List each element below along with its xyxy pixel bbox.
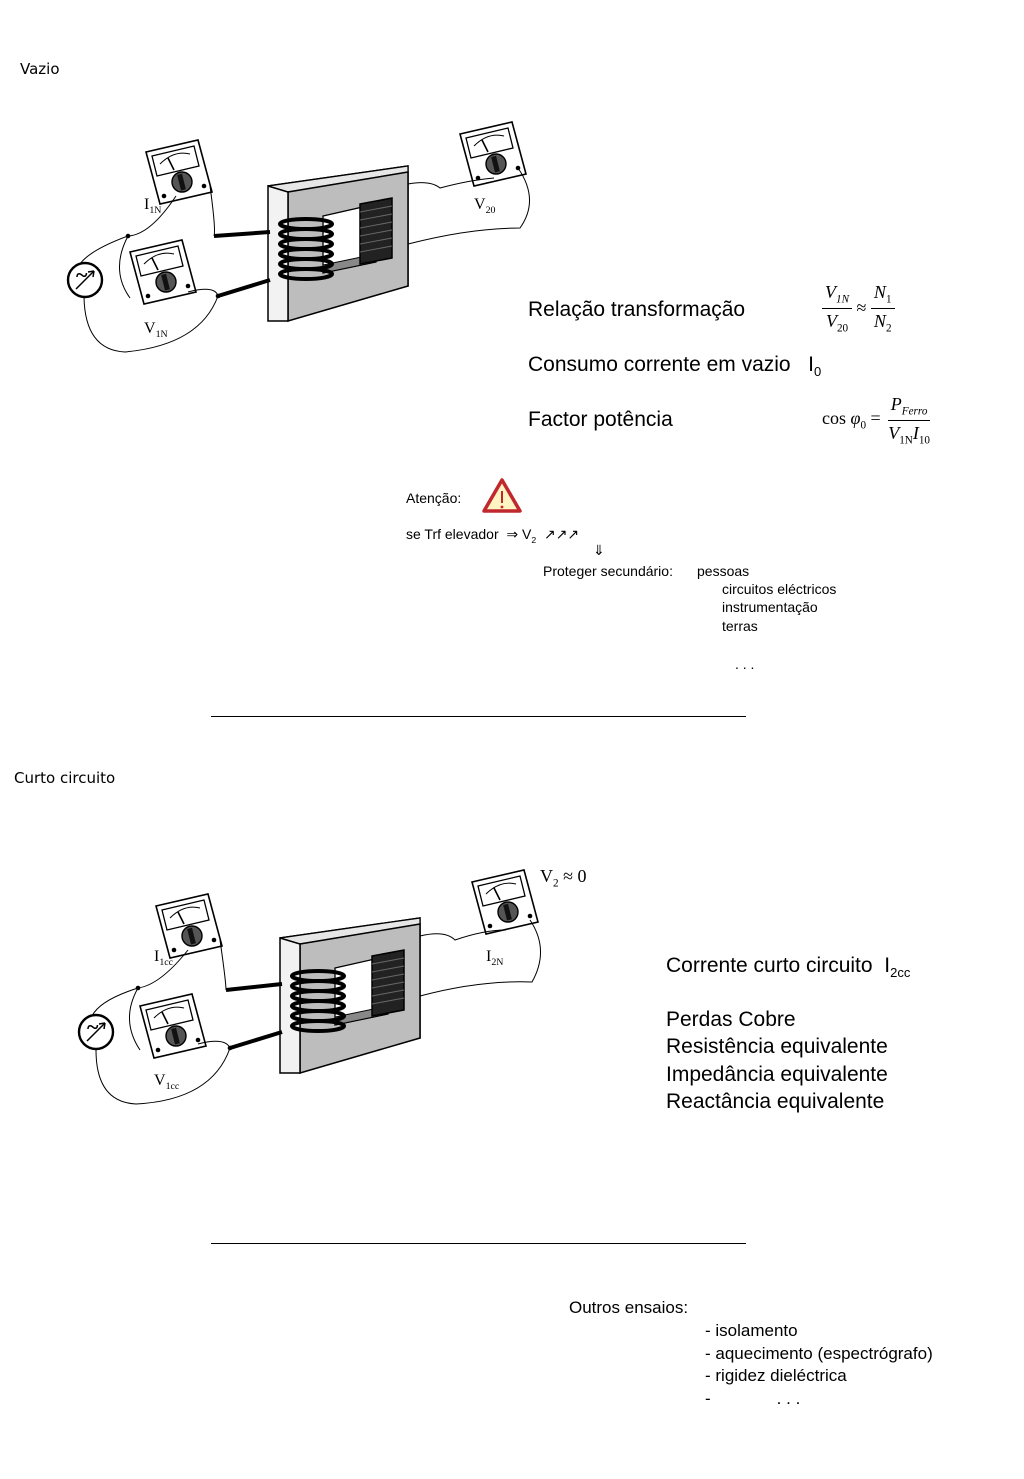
outros-ensaios-label: Outros ensaios: [569, 1298, 689, 1317]
label-i1cc: I1cc [154, 948, 174, 969]
ac-source-symbol: ~ [87, 1014, 99, 1039]
relacao-label: Relação transformação [528, 298, 746, 321]
factor-label: Factor potência [528, 408, 673, 431]
atencao-label: Atenção: [406, 490, 462, 506]
elevador-line: se Trf elevador ⇒ V2 ↗↗↗ [406, 526, 580, 545]
outros-item-last: -. . . [705, 1389, 801, 1408]
label-v1cc: V1cc [154, 1072, 180, 1093]
vazio-diagram [66, 121, 530, 353]
label-i2n: I2N [486, 948, 504, 969]
cc-result-line: Perdas Cobre [666, 1008, 796, 1031]
label-v1n: V1N [144, 320, 168, 341]
label-v20: V20 [474, 196, 496, 217]
label-i1n: I1N [144, 196, 162, 217]
outros-item: - aquecimento (espectrógrafo) [705, 1344, 933, 1363]
proteger-item: circuitos eléctricos [722, 581, 837, 597]
section-divider [211, 1243, 746, 1244]
cc-result-line: Reactância equivalente [666, 1090, 885, 1113]
section-divider [211, 716, 746, 717]
proteger-item: terras [722, 618, 758, 634]
cc-result-line: Resistência equivalente [666, 1035, 888, 1058]
section-heading-curto-circuito: Curto circuito [14, 769, 116, 787]
proteger-ellipsis: . . . [735, 656, 755, 672]
proteger-item: instrumentação [722, 599, 818, 615]
implies-down-arrow: ⇓ [593, 542, 605, 558]
consumo-label: Consumo corrente em vazio I0 [528, 353, 822, 380]
corrente-curto-label: Corrente curto circuito I2cc [666, 954, 911, 981]
cc-result-line: Impedância equivalente [666, 1063, 888, 1086]
proteger-item: pessoas [697, 563, 750, 579]
label-v2-approx-zero: V2 ≈ 0 [540, 866, 587, 890]
outros-item: - isolamento [705, 1321, 798, 1340]
curto-circuito-diagram [77, 869, 541, 1105]
proteger-label: Proteger secundário: [543, 563, 673, 579]
ac-source-symbol: ~ [76, 262, 88, 287]
warning-triangle-icon [482, 478, 522, 513]
section-heading-vazio: Vazio [20, 60, 60, 78]
outros-item: - rigidez dieléctrica [705, 1366, 847, 1385]
